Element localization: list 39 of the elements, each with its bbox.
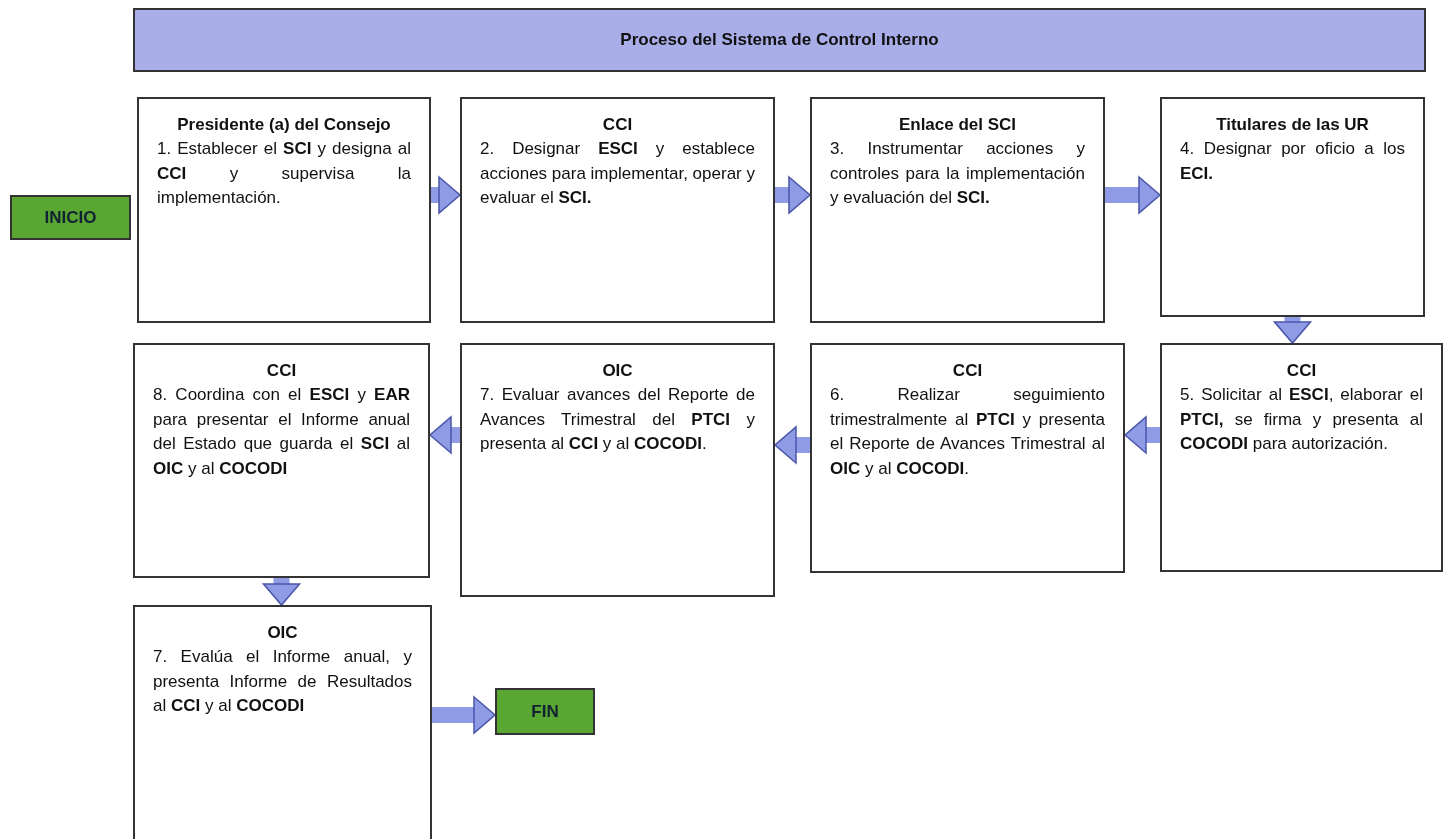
box-heading: CCI <box>265 361 298 381</box>
process-box <box>133 605 432 839</box>
process-box <box>460 97 775 323</box>
step-description: 4. Designar por oficio a los ECI. <box>1180 138 1405 185</box>
block-arrow <box>432 696 496 734</box>
process-box <box>1160 343 1443 572</box>
step-description: 8. Coordina con el ESCI y EAR para presentar el Informe anual del Estado que guarda el SCI al OIC y al COCODI <box>153 384 410 480</box>
box-heading: Presidente (a) del Consejo <box>176 115 392 135</box>
step-description: 7. Evalúa el Informe anual, y presenta Informe de Resultados al CCI y al COCODI <box>153 646 412 718</box>
step-description: 3. Instrumentar acciones y controles para la implementación y evaluación del SCI. <box>830 138 1085 210</box>
box-heading: CCI <box>601 115 634 135</box>
block-arrow <box>1124 416 1160 454</box>
block-arrow <box>1105 176 1161 214</box>
block-arrow <box>429 416 460 454</box>
process-box <box>133 343 430 578</box>
process-box <box>1160 97 1425 317</box>
process-box <box>810 97 1105 323</box>
process-box <box>137 97 431 323</box>
step-description: 1. Establecer el SCI y designa al CCI y supervisa la implementación. <box>157 138 411 210</box>
step-description: 6. Realizar seguimiento trimestralmente al PTCI y presenta el Reporte de Avances Trimestral al OIC y al COCODI. <box>830 384 1105 480</box>
process-box <box>460 343 775 597</box>
block-arrow <box>262 578 301 606</box>
box-heading: Titulares de las UR <box>1215 115 1370 135</box>
block-arrow <box>1273 317 1312 344</box>
title: Proceso del Sistema de Control Interno <box>620 30 939 50</box>
process-box <box>810 343 1125 573</box>
box-heading: OIC <box>601 361 634 381</box>
step-description: 7. Evaluar avances del Reporte de Avances Trimestral del PTCI y presenta al CCI y al COCODI. <box>480 384 755 456</box>
block-arrow <box>775 176 811 214</box>
start-terminal: INICIO <box>10 195 131 240</box>
end-terminal: FIN <box>495 688 595 735</box>
box-heading: Enlace del SCI <box>897 115 1018 135</box>
box-heading: OIC <box>266 623 299 643</box>
box-heading: CCI <box>951 361 984 381</box>
block-arrow <box>774 426 810 464</box>
step-description: 2. Designar ESCI y establece acciones para implementar, operar y evaluar el SCI. <box>480 138 755 210</box>
step-description: 5. Solicitar al ESCI, elaborar el PTCI, se firma y presenta al COCODI para autorización. <box>1180 384 1423 456</box>
box-heading: CCI <box>1285 361 1318 381</box>
block-arrow <box>431 176 461 214</box>
